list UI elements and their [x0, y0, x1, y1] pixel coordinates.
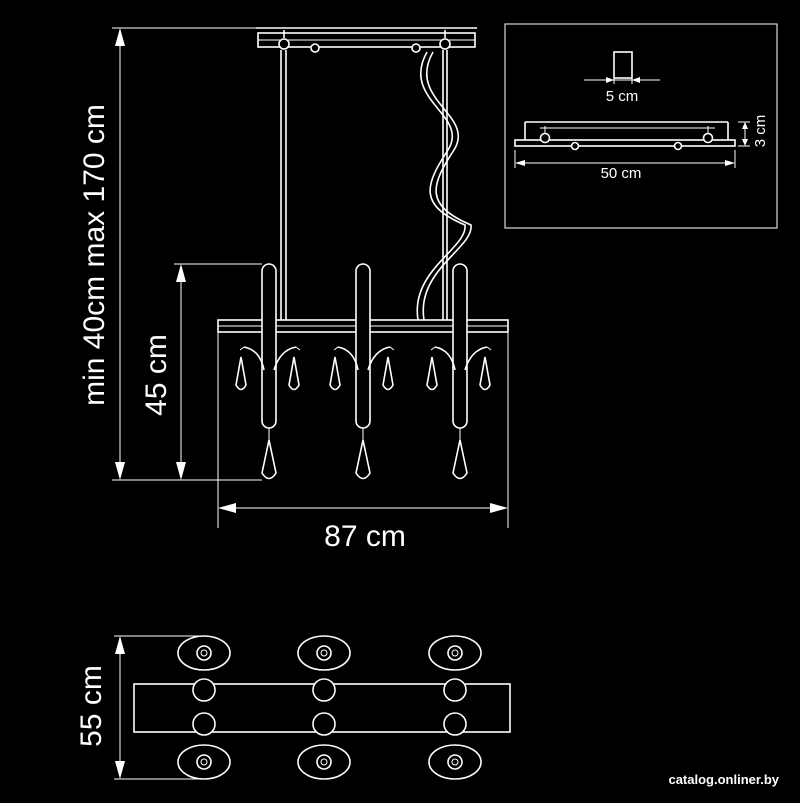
candle-socket-row — [192, 678, 467, 736]
plate-width-label: 50 cm — [601, 165, 642, 182]
top-view — [133, 635, 511, 780]
ceiling-plate-inset: 5 cm 50 cm 3 cm — [504, 23, 778, 229]
dimension-depth: 55 cm — [75, 635, 200, 780]
mount-detail: 5 cm — [584, 51, 660, 105]
body-height-label: 45 cm — [140, 334, 173, 416]
crystal-ring-row-top — [177, 635, 482, 671]
height-range-label: min 40cm max 170 cm — [78, 104, 111, 406]
mount-size-label: 5 cm — [606, 88, 639, 105]
width-label: 87 cm — [324, 520, 406, 553]
suspension-rods — [280, 50, 448, 320]
dimension-height-range: min 40cm max 170 cm — [78, 27, 262, 481]
power-cable — [416, 51, 472, 321]
watermark: catalog.onliner.by — [668, 772, 779, 787]
plate-height-label: 3 cm — [752, 115, 769, 148]
light-candle — [235, 263, 301, 480]
light-candle — [426, 263, 492, 480]
ceiling-canopy — [256, 27, 477, 53]
plate-detail: 50 cm 3 cm — [514, 115, 769, 182]
light-candle — [329, 263, 395, 480]
depth-label: 55 cm — [75, 665, 108, 747]
dimension-width: 87 cm — [217, 332, 509, 553]
crystal-ring-row-bottom — [177, 744, 482, 780]
